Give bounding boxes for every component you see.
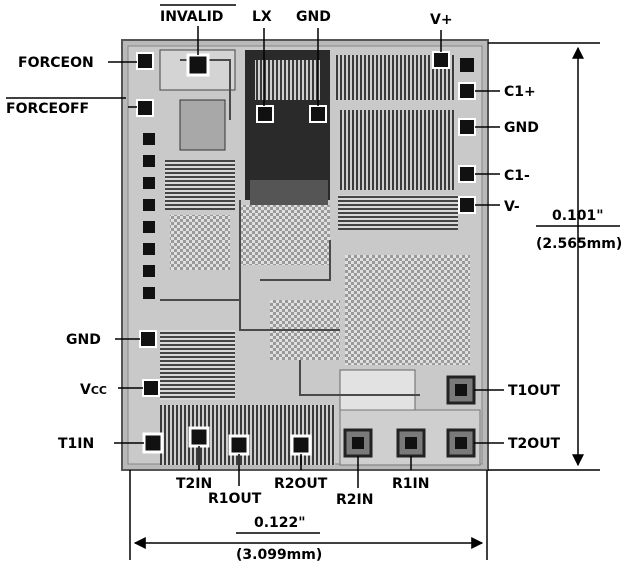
height-mm: (2.565mm) — [536, 236, 622, 252]
label-lx: LX — [252, 9, 272, 25]
pad-forceoff — [136, 99, 154, 117]
label-invalid: INVALID — [160, 4, 236, 25]
label-gnd-top: GND — [296, 9, 331, 25]
label-forceon: FORCEON — [18, 55, 94, 71]
label-r2out: R2OUT — [274, 476, 328, 492]
pad-r2out — [290, 434, 312, 456]
width-mm: (3.099mm) — [236, 547, 322, 563]
label-gnd-right: GND — [504, 120, 539, 136]
pad-c1-plus — [458, 82, 476, 100]
label-r1in: R1IN — [392, 476, 429, 492]
pad-t1in — [142, 432, 164, 454]
label-c1-minus: C1- — [504, 168, 530, 184]
dimension-labels: 0.101" (2.565mm) 0.122" (3.099mm) — [236, 208, 622, 563]
pad-r2in — [343, 428, 373, 458]
label-vcc: VCC — [80, 382, 107, 398]
width-inches: 0.122" — [254, 515, 306, 531]
label-v-minus: V- — [504, 199, 520, 215]
die-body — [121, 39, 489, 471]
pad-r2in-inner — [352, 437, 364, 449]
pad-forceon — [136, 52, 154, 70]
label-t2out: T2OUT — [508, 436, 561, 452]
pin-labels: INVALID LX GND V+ FORCEON FORCEOFF C1+ G… — [6, 4, 561, 508]
label-t1out: T1OUT — [508, 383, 561, 399]
pad-gnd-right — [458, 118, 476, 136]
pad-vcc — [142, 379, 160, 397]
height-inches: 0.101" — [552, 208, 604, 224]
label-forceoff: FORCEOFF — [6, 97, 126, 117]
leader-lines — [108, 26, 504, 488]
pad-gnd-left — [139, 330, 157, 348]
pad-t1out-inner — [455, 384, 467, 396]
pad-gnd-top — [309, 105, 327, 123]
label-v-plus: V+ — [430, 12, 453, 28]
label-t1in: T1IN — [58, 436, 94, 452]
pad-v-plus — [432, 51, 450, 69]
label-c1-plus: C1+ — [504, 84, 536, 100]
pad-t2out-inner — [455, 437, 467, 449]
pad-invalid — [186, 53, 210, 77]
pad-v-minus — [458, 196, 476, 214]
pad-t2in — [188, 426, 210, 448]
pad-v-plus-2 — [460, 58, 474, 72]
label-gnd-left: GND — [66, 332, 101, 348]
label-t2in: T2IN — [176, 476, 212, 492]
svg-text:FORCEOFF: FORCEOFF — [6, 101, 89, 117]
label-r2in: R2IN — [336, 492, 373, 508]
svg-text:INVALID: INVALID — [160, 9, 223, 25]
pad-r1in-inner — [405, 437, 417, 449]
pad-c1-minus — [458, 165, 476, 183]
label-r1out: R1OUT — [208, 491, 262, 507]
dimension-lines — [129, 42, 620, 560]
pad-lx — [256, 105, 274, 123]
pad-r1out — [228, 434, 250, 456]
